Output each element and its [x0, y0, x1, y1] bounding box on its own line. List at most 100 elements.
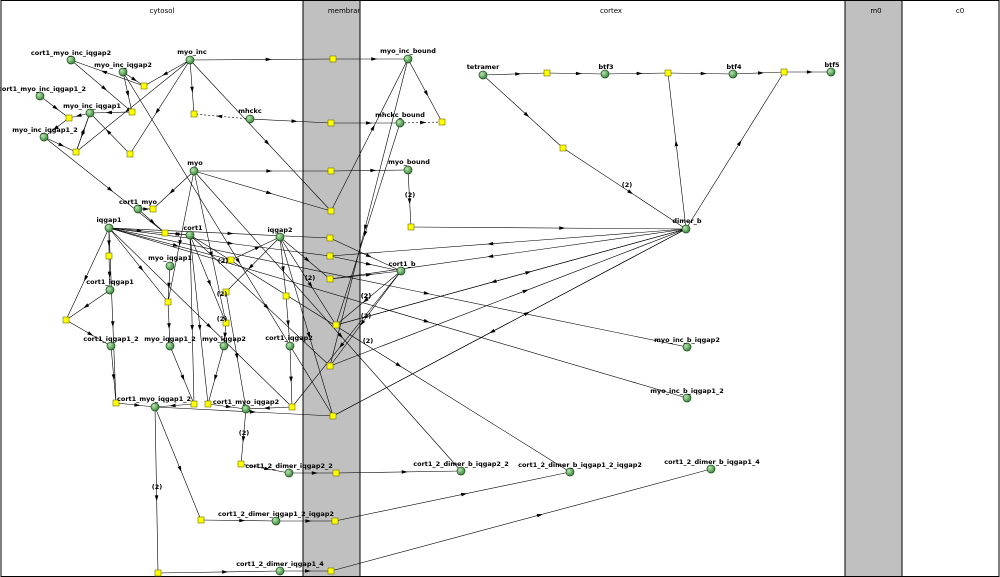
species-node[interactable] [165, 341, 175, 351]
reaction-node[interactable] [204, 400, 212, 408]
reaction-node[interactable] [190, 110, 198, 118]
species-node[interactable] [706, 464, 716, 474]
reaction-node[interactable] [327, 119, 335, 127]
species-myo-iqgap1[interactable]: myo_iqgap1 [148, 254, 192, 271]
reaction-node[interactable] [407, 223, 415, 231]
reaction-node[interactable] [222, 319, 230, 327]
species-node[interactable] [728, 69, 738, 79]
species-node[interactable] [165, 261, 175, 271]
species-cort1-myo-inc-iqgap2[interactable]: cort1_myo_inc_iqgap2 [31, 49, 111, 65]
reaction-node[interactable] [780, 68, 788, 76]
reaction-node[interactable] [329, 412, 337, 420]
reaction-node[interactable] [438, 118, 446, 126]
species-myo-inc-iqgap1[interactable]: myo_inc_iqgap1 [63, 102, 121, 118]
species-node[interactable] [189, 166, 199, 176]
species-node[interactable] [395, 118, 405, 128]
reaction-node[interactable] [327, 207, 335, 215]
species-node[interactable] [118, 67, 128, 77]
reaction-node[interactable] [222, 288, 230, 296]
species-node[interactable] [275, 566, 285, 576]
species-node[interactable] [284, 468, 294, 478]
species-node[interactable] [35, 91, 45, 101]
species-myo-inc[interactable]: myo_inc [177, 48, 207, 65]
species-node[interactable] [106, 341, 116, 351]
species-cort1-2-dimer-b-iqgap2-2[interactable]: cort1_2_dimer_b_iqgap2_2 [413, 460, 509, 476]
species-dimer-b[interactable]: dimer_b [672, 217, 702, 234]
species-node[interactable] [219, 341, 229, 351]
species-myo-iqgap2[interactable]: myo_iqgap2 [202, 335, 246, 351]
species-cort1-2-dimer-iqgap1-4[interactable]: cort1_2_dimer_iqgap1_4 [236, 560, 324, 576]
reaction-node[interactable] [543, 69, 551, 77]
reaction-node[interactable] [559, 144, 567, 152]
species-node[interactable] [565, 467, 575, 477]
reaction-node[interactable] [128, 108, 136, 116]
species-cort1-myo[interactable]: cort1_myo [119, 198, 157, 214]
species-tetramer[interactable]: tetramer [467, 63, 500, 80]
species-btf3[interactable]: btf3 [598, 63, 614, 79]
reaction-node[interactable] [329, 55, 337, 63]
species-cort1-myo-iqgap1-2[interactable]: cort1_myo_iqgap1_2 [117, 395, 191, 412]
species-myo-inc-iqgap1-2[interactable]: myo_inc_iqgap1_2 [12, 126, 78, 142]
species-myo-bound[interactable]: myo_bound [388, 158, 430, 175]
species-node[interactable] [185, 230, 195, 240]
reaction-node[interactable] [326, 252, 334, 260]
species-cort1[interactable]: cort1 [183, 224, 203, 240]
species-myo-inc-b-iqgap2[interactable]: myo_inc_b_iqgap2 [654, 336, 720, 352]
species-node[interactable] [403, 54, 413, 64]
species-btf4[interactable]: btf4 [726, 63, 742, 79]
reaction-node[interactable] [327, 167, 335, 175]
species-node[interactable] [600, 69, 610, 79]
species-node[interactable] [104, 223, 114, 233]
species-node[interactable] [150, 402, 160, 412]
reaction-node[interactable] [332, 469, 340, 477]
reaction-node[interactable] [664, 69, 672, 77]
species-node[interactable] [185, 55, 195, 65]
reaction-node[interactable] [332, 321, 340, 329]
species-node[interactable] [105, 285, 115, 295]
species-cort1-myo-iqgap2[interactable]: cort1_myo_iqgap2 [213, 398, 279, 414]
reaction-node[interactable] [72, 148, 80, 156]
species-cort1-2-dimer-iqgap2-2[interactable]: cort1_2_dimer_iqgap2_2 [245, 462, 333, 478]
species-cort1-2-dimer-b-iqgap1-2-iqgap2[interactable]: cort1_2_dimer_b_iqgap1_2_iqgap2 [518, 461, 642, 477]
species-node[interactable] [275, 232, 285, 242]
species-node[interactable] [682, 342, 692, 352]
species-node[interactable] [66, 55, 76, 65]
reaction-node[interactable] [227, 256, 235, 264]
species-myo-inc-iqgap2[interactable]: myo_inc_iqgap2 [94, 61, 152, 77]
reaction-node[interactable] [282, 292, 290, 300]
species-node[interactable] [39, 132, 49, 142]
reaction-node[interactable] [237, 460, 245, 468]
species-cort1-b[interactable]: cort1_b [388, 260, 416, 276]
species-mhckc-bound[interactable]: mhckc_bound [375, 111, 425, 128]
species-node[interactable] [85, 108, 95, 118]
reaction-node[interactable] [126, 150, 134, 158]
species-node[interactable] [681, 224, 691, 234]
species-node[interactable] [285, 341, 295, 351]
species-cort1-iqgap2[interactable]: cort1_iqgap2 [265, 334, 313, 351]
reaction-node[interactable] [161, 229, 169, 237]
reaction-node[interactable] [140, 82, 148, 90]
reaction-node[interactable] [327, 567, 335, 575]
species-cort1-2-dimer-b-iqgap1-4[interactable]: cort1_2_dimer_b_iqgap1_4 [664, 458, 760, 474]
reaction-node[interactable] [331, 517, 339, 525]
species-node[interactable] [826, 67, 836, 77]
species-node[interactable] [396, 266, 406, 276]
species-node[interactable] [682, 393, 692, 403]
reaction-node[interactable] [65, 114, 73, 122]
species-node[interactable] [133, 204, 143, 214]
reaction-node[interactable] [288, 403, 296, 411]
species-cort1-myo-inc-iqgap1-2[interactable]: cort1_myo_inc_iqgap1_2 [0, 85, 86, 101]
species-mhckc[interactable]: mhckc [238, 107, 262, 124]
reaction-node[interactable] [326, 234, 334, 242]
species-btf5[interactable]: btf5 [824, 61, 840, 77]
species-myo[interactable]: myo [187, 159, 203, 176]
species-myo-iqgap1-2[interactable]: myo_iqgap1_2 [144, 335, 196, 351]
reaction-node[interactable] [197, 516, 205, 524]
species-node[interactable] [241, 404, 251, 414]
species-iqgap2[interactable]: iqgap2 [267, 226, 293, 242]
species-cort1-iqgap1[interactable]: cort1_iqgap1 [86, 278, 134, 295]
species-node[interactable] [478, 70, 488, 80]
reaction-node[interactable] [149, 205, 157, 213]
reaction-node[interactable] [164, 298, 172, 306]
species-iqgap1[interactable]: iqgap1 [96, 216, 122, 233]
